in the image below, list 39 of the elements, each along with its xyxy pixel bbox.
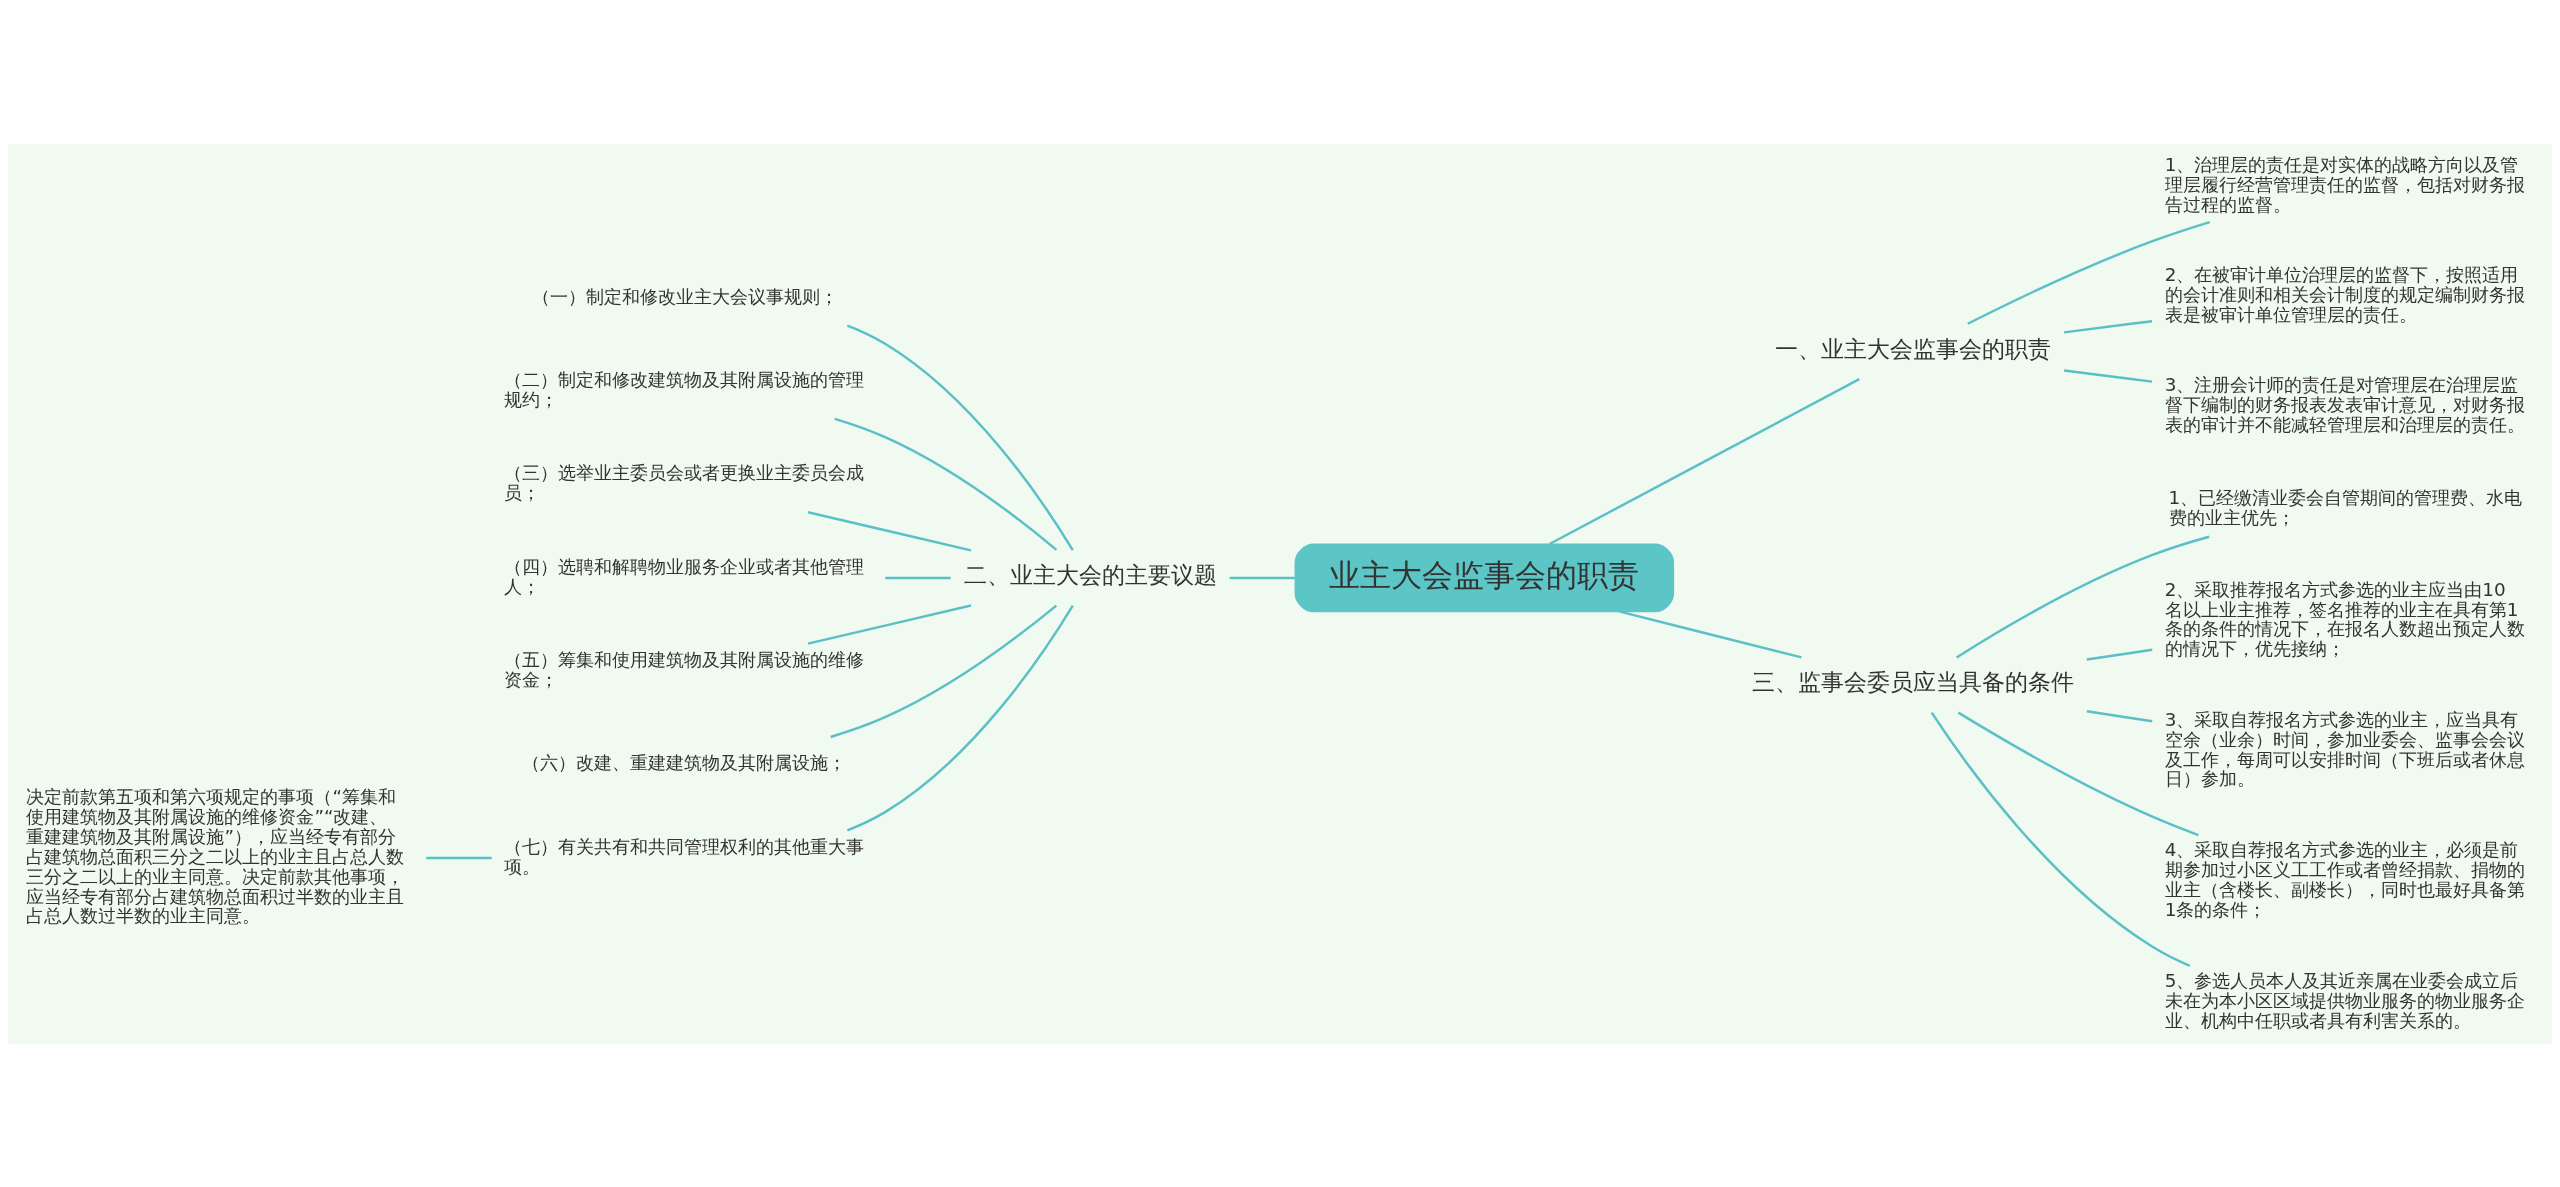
- node-text: 5、参选人员本人及其近亲属在业委会成立后未在为本小区区域提供物业服务的物业服务企业、机构中任职或者具有利害关系的。: [2164, 969, 2525, 1031]
- node-text: 一、业主大会监事会的职责: [1774, 335, 2051, 362]
- connector: [807, 603, 972, 645]
- node-text: （一）制定和修改业主大会议事规则；: [531, 285, 838, 307]
- connector: [1229, 576, 1295, 579]
- connector: [2086, 648, 2153, 661]
- connector: [807, 510, 972, 552]
- node-text: 二、业主大会的主要议题: [963, 561, 1217, 588]
- node-text: （四）选聘和解聘物业服务企业或者其他管理人；: [503, 555, 864, 597]
- node-text: 2、采取推荐报名方式参选的业主应当由10名以上业主推荐，签名推荐的业主在具有第1条的条件的情况下，在报名人数超出预定人数的情况下，优先接纳；: [2164, 578, 2525, 659]
- node-text: 3、注册会计师的责任是对管理层在治理层监督下编制的财务报表发表审计意见，对财务报表的审计并不能减轻管理层和治理层的责任。: [2164, 373, 2525, 435]
- node-text: 三、监事会委员应当具备的条件: [1751, 668, 2074, 695]
- connector: [426, 856, 492, 859]
- connector: [1930, 711, 2191, 967]
- connector: [834, 417, 1058, 551]
- connector: [885, 576, 951, 579]
- connector: [1955, 535, 2210, 658]
- connector: [1549, 377, 1860, 545]
- connector: [2063, 319, 2153, 334]
- node-text: 3、采取自荐报名方式参选的业主，应当具有空余（业余）时间，参加业委会、监事会会议及工作，每周可以安排时间（下班后或者休息日）参加。: [2164, 708, 2525, 789]
- node-text: 1、已经缴清业委会自管期间的管理费、水电费的业主优先；: [2168, 486, 2523, 528]
- connector: [2063, 368, 2153, 383]
- connector: [830, 604, 1058, 738]
- node-text: 1、治理层的责任是对实体的战略方向以及管理层履行经营管理责任的监督，包括对财务报告过程的监督。: [2164, 153, 2525, 215]
- connector: [2086, 709, 2153, 722]
- node-text: （五）筹集和使用建筑物及其附属设施的维修资金；: [503, 648, 864, 690]
- connector: [846, 604, 1074, 831]
- node-box: 业主大会监事会的职责: [1294, 543, 1675, 612]
- node-text: 决定前款第五项和第六项规定的事项（“筹集和使用建筑物及其附属设施的维修资金”“改建、重建建筑物及其附属设施”），应当经专有部分占建筑物总面积三分之二以上的业主且占总人数三分之二以上的业主同意。决定前款其他事项，应当经专有部分占建筑物总面积过半数的业主且占总人数过半数的业主同意。: [26, 785, 405, 926]
- connector: [1967, 220, 2211, 325]
- connector: [1957, 711, 2199, 836]
- node-text: 2、在被审计单位治理层的监督下，按照适用的会计准则和相关会计制度的规定编制财务报表是被审计单位管理层的责任。: [2164, 263, 2525, 325]
- node-text: （三）选举业主委员会或者更换业主委员会成员；: [503, 461, 864, 503]
- node-text: （七）有关共有和共同管理权利的其他重大事项。: [503, 835, 864, 877]
- connector: [846, 323, 1074, 551]
- node-text: （二）制定和修改建筑物及其附属设施的管理规约；: [503, 368, 864, 410]
- node-text: 4、采取自荐报名方式参选的业主，必须是前期参加过小区义工工作或者曾经捐款、捐物的业主（含楼长、副楼长），同时也最好具备第1条的条件；: [2164, 838, 2525, 920]
- node-text: （六）改建、重建建筑物及其附属设施；: [522, 751, 847, 773]
- connector: [1619, 610, 1802, 659]
